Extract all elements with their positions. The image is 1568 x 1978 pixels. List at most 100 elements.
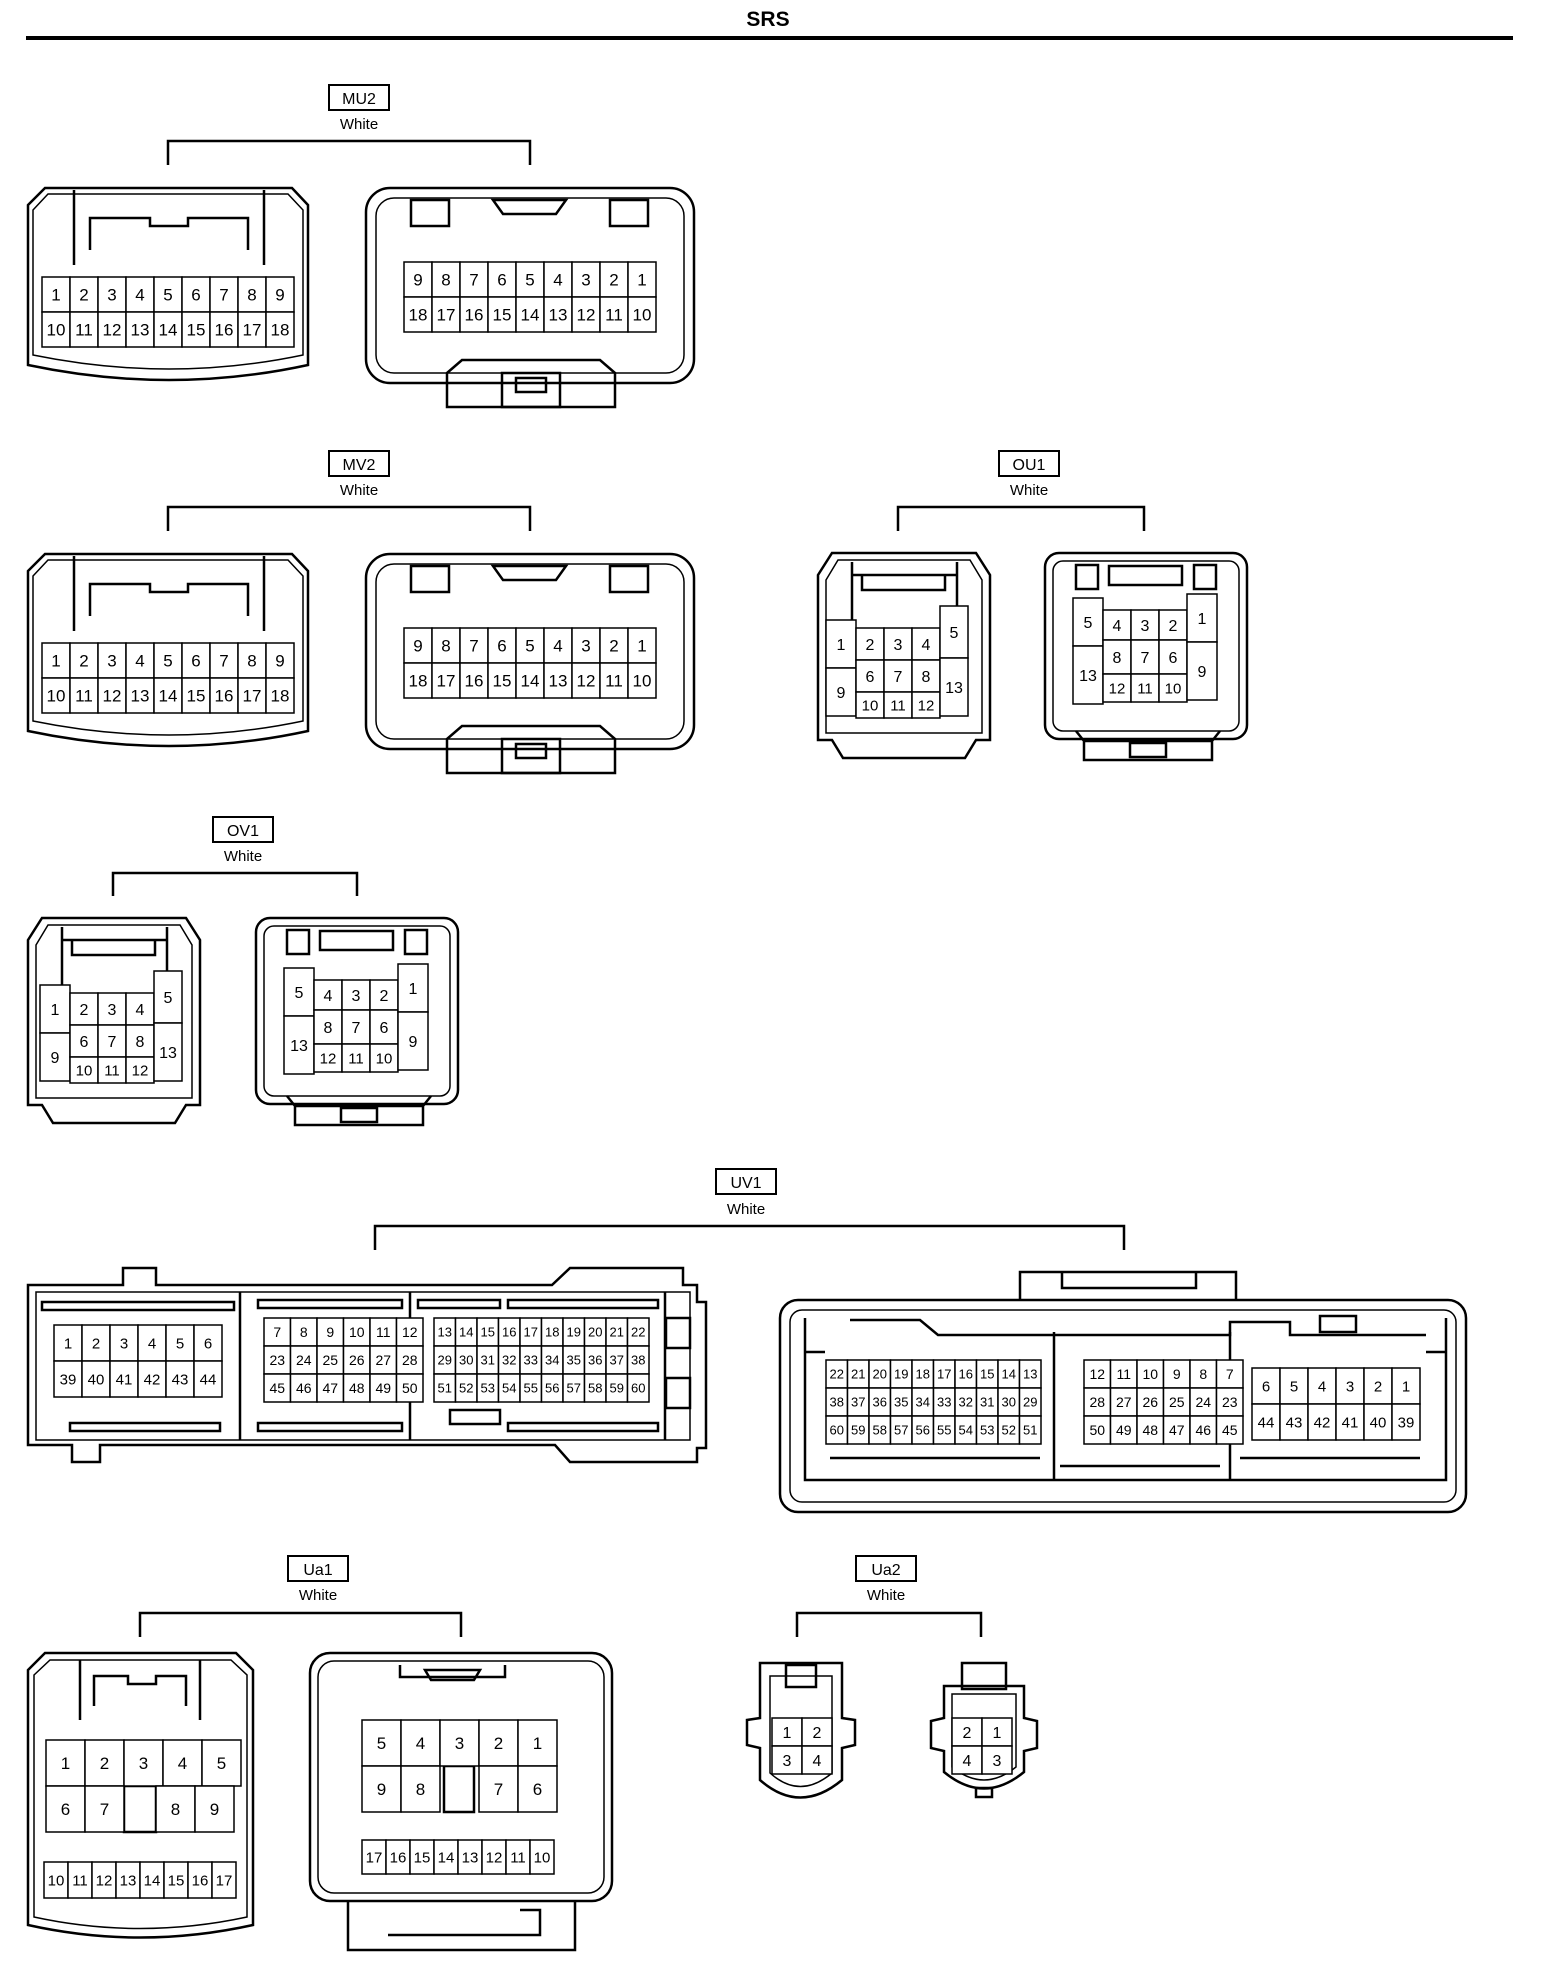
ua1-female-pin-7: 7: [494, 1780, 503, 1799]
uv1-female-pin-10: 10: [1142, 1366, 1158, 1382]
uv1-male-pin-58: 58: [588, 1381, 602, 1396]
mv2-male-pin-7: 7: [219, 652, 228, 671]
ua1-female-pin-9: 9: [377, 1780, 386, 1799]
ua1-female-pin-11-cell: [505, 1839, 531, 1875]
mu2-female-pin-10: 10: [633, 306, 652, 325]
uv1-female-pin-40-cell: [1363, 1403, 1393, 1441]
ov1-female-pin-3-cell: [341, 979, 371, 1011]
uv1-female-pin-33: 33: [937, 1395, 951, 1410]
uv1-female-pin-45-cell: [1215, 1415, 1244, 1445]
uv1-female-pin-4: 4: [1318, 1378, 1326, 1395]
ua1-male-pin-9: 9: [210, 1800, 219, 1819]
uv1-male-pin-49-cell: [369, 1373, 398, 1403]
ua1-female-pin-14-cell: [433, 1839, 459, 1875]
ua2-male-pin-3-cell: [771, 1745, 803, 1775]
mu2-female-pin-11-cell: [599, 296, 629, 333]
mu2-female-pin-3: 3: [581, 271, 590, 290]
ua2-color: White: [866, 1587, 906, 1604]
uv1-male-pin-11: 11: [376, 1324, 391, 1340]
ou1-female-pin-2: 2: [1169, 618, 1178, 635]
uv1-male-pin-1-cell: [53, 1324, 83, 1362]
mu2-male-pin-17: 17: [243, 321, 262, 340]
uv1-female-pin-58: 58: [873, 1423, 887, 1438]
ou1-male-pin-6: 6: [866, 669, 875, 686]
uv1-female-pin-51: 51: [1023, 1423, 1037, 1438]
ua2-male-pin-3: 3: [783, 1753, 792, 1770]
mv2-male-pin-13-cell: [125, 677, 155, 714]
uv1-female-pin-54: 54: [959, 1423, 973, 1438]
mu2-female-pin-4-cell: [543, 261, 573, 298]
ov1-male-pin-3-cell: [97, 992, 127, 1026]
mu2-male-pin-10-cell: [41, 311, 71, 348]
ua1-male-pin-1-cell: [45, 1739, 86, 1787]
mu2-female-pin-2: 2: [609, 271, 618, 290]
title-rule: [26, 36, 1513, 40]
uv1-female-pin-2: 2: [1374, 1378, 1382, 1395]
mu2-female-pin-17: 17: [437, 306, 456, 325]
mv2-female-pin-8: 8: [441, 637, 450, 656]
mv2-male-pin-6: 6: [191, 652, 200, 671]
ou1-male-housing: [816, 551, 992, 760]
uv1-male-pin-23: 23: [269, 1352, 285, 1368]
ua1-male-pin-4: 4: [178, 1754, 187, 1773]
mv2-male-pin-11-cell: [69, 677, 99, 714]
mv2-male-pin-4: 4: [135, 652, 144, 671]
mu2-female-pin-18-cell: [403, 296, 433, 333]
mv2-female-pin-9-cell: [403, 627, 433, 664]
ua1-bracket: [138, 1611, 463, 1637]
uv1-male-pin-27: 27: [375, 1352, 391, 1368]
uv1-female-pin-14: 14: [1002, 1367, 1016, 1382]
uv1-male-pin-43: 43: [172, 1371, 189, 1388]
uv1-female-pin-1-cell: [1391, 1367, 1421, 1405]
uv1-male-pin-17: 17: [524, 1325, 538, 1340]
uv1-male-pin-15: 15: [481, 1325, 495, 1340]
ua1-male-pin-12: 12: [96, 1872, 113, 1889]
ua1-male-pin-16: 16: [192, 1872, 209, 1889]
ou1-female-pin-9-cell: [1186, 641, 1218, 701]
ua1-male-pin-7: 7: [100, 1800, 109, 1819]
uv1-male-pin-20: 20: [588, 1325, 602, 1340]
ou1-female-pin-8-cell: [1102, 639, 1132, 675]
uv1-male-pin-41: 41: [116, 1371, 133, 1388]
mu2-male-pin-4: 4: [135, 286, 144, 305]
ov1-female-pin-7: 7: [352, 1020, 361, 1037]
ov1-male-pin-2: 2: [80, 1002, 89, 1019]
ou1-male-pin-8: 8: [922, 669, 931, 686]
uv1-male-pin-3: 3: [120, 1335, 128, 1352]
uv1-male-pin-12-cell: [395, 1317, 424, 1347]
mu2-female-housing: [364, 186, 696, 409]
ua1-female-pin-4: 4: [416, 1734, 425, 1753]
ov1-male-pin-13-cell: [153, 1022, 183, 1082]
uv1-female-pin-9: 9: [1173, 1366, 1181, 1382]
uv1-male-pin-31: 31: [481, 1353, 495, 1368]
ov1-male-pin-6-cell: [69, 1024, 99, 1058]
mu2-female-pin-14: 14: [521, 306, 540, 325]
mu2-female-pin-8: 8: [441, 271, 450, 290]
ov1-male-pin-9: 9: [51, 1050, 60, 1067]
uv1-female-pin-25: 25: [1169, 1394, 1185, 1410]
mv2-male-pin-15: 15: [187, 687, 206, 706]
ou1-male-pin-7: 7: [894, 669, 903, 686]
uv1-male-pin-9: 9: [326, 1324, 334, 1340]
mu2-female-pin-4: 4: [553, 271, 562, 290]
mv2-female-pin-1-cell: [627, 627, 657, 664]
ou1-code: OU1: [998, 450, 1060, 477]
mu2-male-pin-11: 11: [75, 321, 93, 340]
ov1-female-pin-9-cell: [397, 1011, 429, 1071]
mv2-male-pin-1: 1: [51, 652, 60, 671]
ua1-male-pin-12-cell: [91, 1861, 117, 1899]
ou1-male-pin-13: 13: [945, 680, 963, 697]
uv1-male-pin-24: 24: [296, 1352, 312, 1368]
ov1-female-pin-13: 13: [290, 1038, 308, 1055]
ua1-female-pin-3: 3: [455, 1734, 464, 1753]
ou1-male-pin-3-cell: [883, 627, 913, 661]
mv2-female-pin-16: 16: [465, 672, 484, 691]
ou1-female-pin-1-cell: [1186, 593, 1218, 643]
uv1-female-pin-45: 45: [1222, 1422, 1238, 1438]
uv1-female-pin-36: 36: [873, 1395, 887, 1410]
ua1-female-pin-8: 8: [416, 1780, 425, 1799]
mu2-bracket: [166, 139, 532, 165]
uv1-female-pin-16: 16: [959, 1367, 973, 1382]
mu2-female-pin-16: 16: [465, 306, 484, 325]
ov1-female-pin-5: 5: [295, 985, 304, 1002]
